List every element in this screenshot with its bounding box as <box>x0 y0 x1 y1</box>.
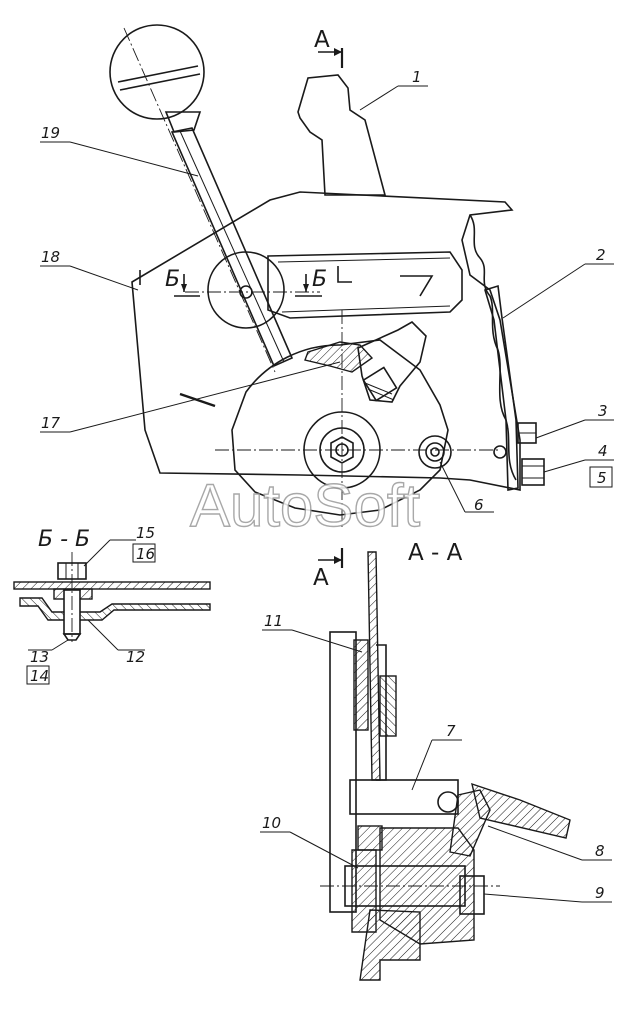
leader-lines <box>40 85 614 513</box>
detent-6 <box>418 435 452 469</box>
label-part-14-box <box>26 665 50 685</box>
label-part-18: 18 <box>41 248 60 266</box>
label-part-10: 10 <box>262 814 281 832</box>
lock-bracket <box>357 321 427 403</box>
label-part-7: 7 <box>446 722 456 740</box>
section-a-label-top: А <box>314 27 330 53</box>
lever-pivot-ring <box>207 251 285 329</box>
section-bb-view: Б - Б 15 16 12 13 14 <box>13 524 211 685</box>
aa-vertical-plate <box>367 551 381 781</box>
aa-part-11 <box>353 639 369 731</box>
break-line <box>469 214 517 481</box>
nut-4 <box>521 458 545 486</box>
label-part-3: 3 <box>598 402 608 420</box>
lever-knob <box>109 24 205 120</box>
label-part-1: 1 <box>412 68 422 86</box>
lock-arm-17 <box>304 341 374 373</box>
label-part-8: 8 <box>595 842 605 860</box>
section-b-right-mark: Б <box>295 267 327 297</box>
label-part-2: 2 <box>596 246 606 264</box>
aa-bushing <box>357 825 383 851</box>
hub-nut <box>330 436 354 464</box>
section-a-label-bottom: А <box>313 565 329 591</box>
label-part-16-box <box>132 543 156 563</box>
label-part-5-box <box>589 466 613 488</box>
gear-lever-19 <box>109 24 294 373</box>
label-part-16: 16 <box>136 545 155 563</box>
section-b-left-mark: Б <box>165 267 200 297</box>
label-part-12: 12 <box>126 648 145 666</box>
main-view: А А Б Б <box>40 24 614 591</box>
housing-plate <box>131 191 521 491</box>
label-part-13: 13 <box>30 648 49 666</box>
label-part-4: 4 <box>598 442 608 460</box>
section-b-label-right: Б <box>312 267 327 292</box>
section-aa-title: А - А <box>408 540 463 566</box>
bracket-2 <box>484 284 519 491</box>
section-a-bottom-mark: А <box>313 548 344 591</box>
pin-hole <box>493 445 507 459</box>
aa-spacer <box>379 675 397 737</box>
bb-bottom-plate <box>19 597 211 621</box>
part-1-lever-tongue <box>297 74 387 196</box>
section-b-label-left: Б <box>165 267 180 292</box>
section-bb-title: Б - Б <box>38 527 90 552</box>
label-part-9: 9 <box>595 884 605 902</box>
label-part-17: 17 <box>41 414 61 432</box>
label-part-6: 6 <box>474 496 484 514</box>
label-part-19: 19 <box>41 124 60 142</box>
aa-nut-9 <box>459 875 485 915</box>
label-part-5: 5 <box>597 469 607 487</box>
aa-housing-wall <box>329 631 357 913</box>
label-part-15: 15 <box>136 524 155 542</box>
watermark-autosoft: AutoSoft <box>190 472 420 539</box>
label-part-14: 14 <box>30 667 49 685</box>
label-part-11: 11 <box>264 612 283 630</box>
aa-base <box>359 909 421 981</box>
section-aa-view: А - А 11 7 10 8 9 <box>260 540 612 981</box>
bb-top-plate <box>13 581 211 590</box>
section-a-top-mark: А <box>314 27 344 68</box>
